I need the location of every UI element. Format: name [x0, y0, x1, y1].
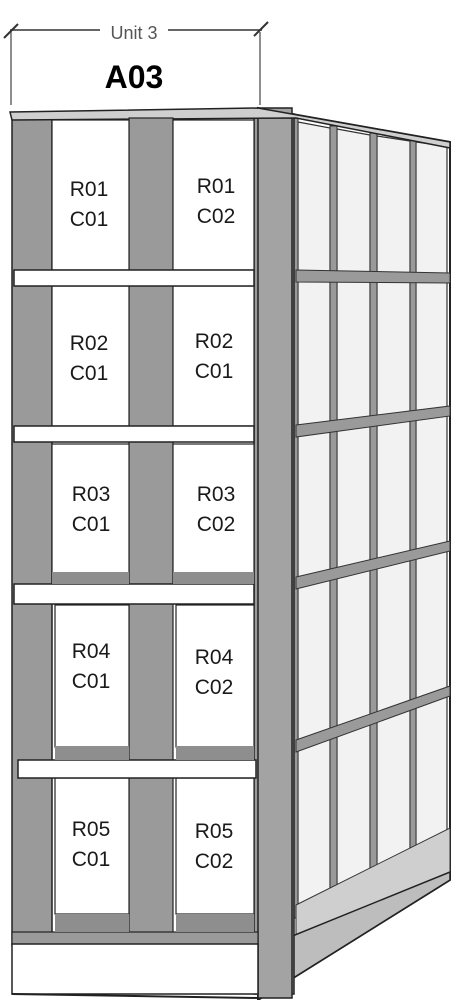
cell-label-row: R02 — [70, 332, 109, 355]
cell-label-col: C01 — [72, 670, 111, 693]
cell-label-col: C02 — [195, 676, 234, 699]
cell-label-row: R03 — [197, 483, 236, 506]
cell-label-row: R02 — [195, 330, 234, 353]
cell-r03-c01 — [51, 443, 130, 583]
cell-label-col: C01 — [195, 360, 234, 383]
cell-label-col: C01 — [70, 362, 109, 385]
cell-r02-c02 — [172, 285, 255, 427]
shelf-front-frame — [9, 107, 451, 999]
cell-r02-c01 — [51, 285, 130, 427]
cell-label-col: C01 — [72, 848, 111, 871]
cell-label-row: R05 — [195, 820, 234, 843]
cell-labels: R01 C01 R01 C02 R02 C01 R02 C01 R03 C01 … — [70, 175, 236, 873]
cell-label-col: C02 — [197, 205, 236, 228]
aisle-title: A03 — [105, 59, 164, 95]
cell-label-row: R01 — [70, 178, 109, 201]
cell-r01-c01 — [51, 119, 130, 271]
cell-label-col: C01 — [70, 208, 109, 231]
cell-r05-c02 — [175, 777, 255, 915]
cell-label-row: R03 — [72, 483, 111, 506]
shelf-side-panel — [257, 106, 451, 1000]
cell-label-row: R05 — [72, 818, 111, 841]
cell-label-col: C01 — [72, 513, 111, 536]
cell-label-row: R01 — [197, 175, 236, 198]
cell-r01-c02 — [172, 119, 255, 271]
cell-label-row: R04 — [72, 640, 111, 663]
cells — [51, 119, 255, 915]
cell-r03-c02 — [172, 443, 255, 583]
cell-label-col: C02 — [195, 850, 234, 873]
cell-r05-c01 — [54, 777, 130, 915]
cell-r04-c01 — [54, 604, 130, 748]
cell-label-col: C02 — [197, 513, 236, 536]
unit-dimension-line — [3, 21, 269, 105]
cell-r04-c02 — [175, 604, 255, 748]
unit-label: Unit 3 — [110, 23, 157, 43]
cell-label-row: R04 — [195, 646, 234, 669]
shelf-floors — [13, 269, 257, 932]
